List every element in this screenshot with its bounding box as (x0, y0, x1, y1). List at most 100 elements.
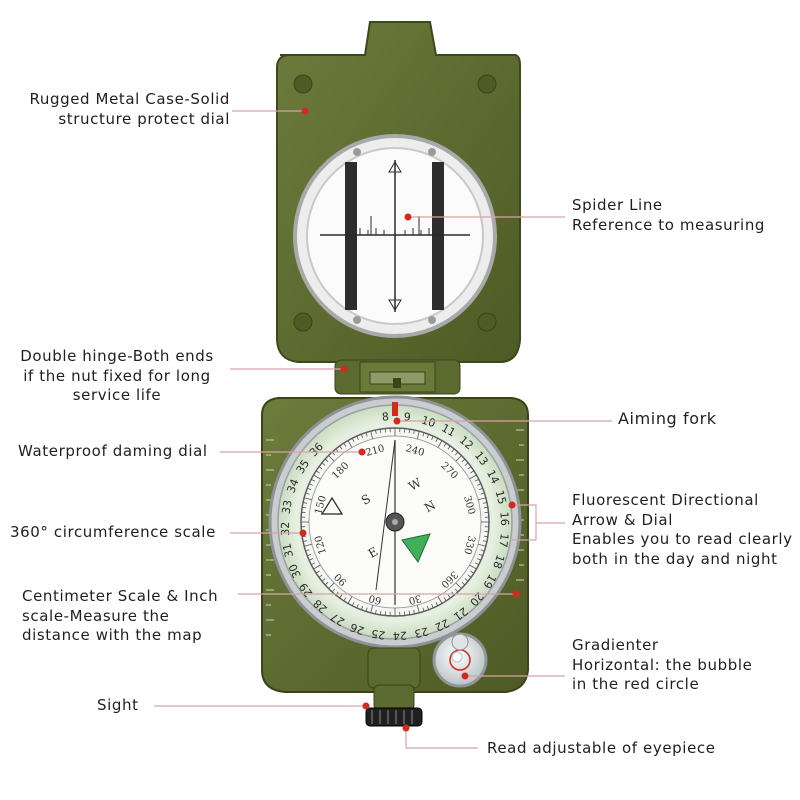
dial-tick (477, 483, 482, 486)
dial-tick (360, 434, 364, 439)
dial-tick (478, 553, 483, 557)
dial-tick (435, 602, 439, 606)
dial-tick (328, 582, 335, 589)
label-line: Fluorescent Directional (572, 491, 759, 509)
label-eyepiece: Read adjustable of eyepiece (487, 739, 716, 759)
dial-tick (343, 442, 347, 447)
dial-tick (365, 607, 368, 612)
inner-degree-number: 150 (313, 495, 329, 516)
dial-tick (308, 483, 313, 486)
ring-number: 32 (279, 522, 292, 536)
dial-tick (443, 597, 447, 602)
label-360-scale: 360° circumference scale (10, 523, 216, 543)
dial-tick (303, 540, 308, 542)
ring-number: 34 (284, 477, 301, 495)
ring-number: 10 (420, 413, 437, 430)
dial-tick (339, 594, 343, 599)
dial-tick (447, 445, 451, 450)
label-line: Gradienter (572, 636, 659, 654)
dial-tick (464, 578, 469, 582)
ring-number: 27 (328, 610, 347, 628)
dial-tick (437, 596, 443, 604)
dial-tick (375, 609, 377, 614)
inner-degree-number: 240 (404, 443, 425, 459)
ring-number: 18 (490, 553, 507, 570)
label-gradienter: Gradienter Horizontal: the bubble in the… (572, 636, 752, 695)
dial-tick (328, 455, 335, 462)
label-centimeter-scale: Centimeter Scale & Inch scale-Measure th… (22, 587, 218, 646)
label-line: Spider Line (572, 196, 663, 214)
dial-tick (435, 438, 439, 442)
label-line: both in the day and night (572, 549, 778, 568)
gradienter-bubble (451, 651, 463, 663)
ring-number: 9 (403, 410, 411, 424)
dial-tick (302, 506, 307, 509)
dial-tick (483, 506, 488, 509)
label-rugged-case: Rugged Metal Case-Solid structure protec… (8, 90, 230, 129)
label-waterproof-dial: Waterproof daming dial (18, 442, 208, 462)
dial-tick (356, 604, 359, 609)
dial-tick (475, 478, 479, 482)
dial-tick (413, 430, 415, 435)
dial-tick (318, 574, 323, 578)
dial-tick (480, 492, 485, 495)
label-line: Read adjustable of eyepiece (487, 739, 716, 757)
label-fluorescent-arrow: Fluorescent Directional Arrow & Dial Ena… (572, 491, 793, 569)
ring-number: 31 (280, 542, 296, 559)
dial-tick (416, 431, 420, 440)
dial-tick (356, 435, 359, 440)
dial-tick (375, 430, 377, 435)
dial-tick (454, 588, 459, 593)
dial-tick (431, 604, 434, 609)
ring-number: 25 (370, 627, 386, 642)
dial-tick (455, 455, 462, 462)
label-line: Rugged Metal Case-Solid (29, 90, 230, 108)
label-line: Aiming fork (618, 409, 717, 428)
ring-number: 17 (496, 533, 511, 549)
dial-tick (379, 610, 382, 615)
dial-tick (304, 543, 313, 547)
label-line: Sight (97, 696, 139, 714)
dial-tick (455, 582, 462, 589)
dial-tick (343, 597, 347, 602)
sight-frame-right (432, 162, 444, 310)
dial-tick (470, 570, 475, 574)
dial-tick (480, 549, 485, 552)
dial-tick (339, 445, 343, 450)
dial-tick (347, 440, 353, 448)
leader-lines (154, 110, 612, 749)
dial-tick (470, 470, 475, 474)
dial-tick (477, 543, 486, 547)
dial-tick (370, 604, 374, 613)
dial-tick (422, 432, 425, 437)
label-line: in the red circle (572, 675, 700, 693)
label-line: distance with the map (22, 626, 203, 644)
dial-tick (469, 474, 477, 480)
dial-tick (447, 594, 451, 599)
dial-tick (305, 549, 310, 552)
dial-tick (426, 605, 430, 610)
ring-number: 8 (381, 410, 389, 424)
ring-number: 16 (497, 511, 511, 526)
dial-tick (321, 578, 326, 582)
dial-tick (370, 431, 374, 440)
dial-tick (311, 562, 315, 566)
label-line: Centimeter Scale & Inch (22, 587, 219, 605)
inner-degree-number: 330 (461, 534, 477, 555)
aiming-fork (392, 402, 398, 416)
dial-tick (467, 574, 472, 578)
dial-tick (307, 553, 312, 557)
label-line: Horizontal: the bubble (572, 655, 753, 674)
dial-tick (313, 474, 321, 480)
label-line: scale-Measure the (22, 606, 170, 625)
label-aiming-fork: Aiming fork (618, 409, 717, 429)
dial-tick (461, 458, 466, 463)
label-line: Enables you to read clearly (572, 530, 793, 548)
sight (373, 684, 415, 711)
inner-degree-number: 210 (365, 443, 386, 459)
label-line: Waterproof daming dial (18, 442, 208, 460)
dial-tick (477, 497, 486, 501)
inner-degree-number: 60 (368, 592, 383, 606)
